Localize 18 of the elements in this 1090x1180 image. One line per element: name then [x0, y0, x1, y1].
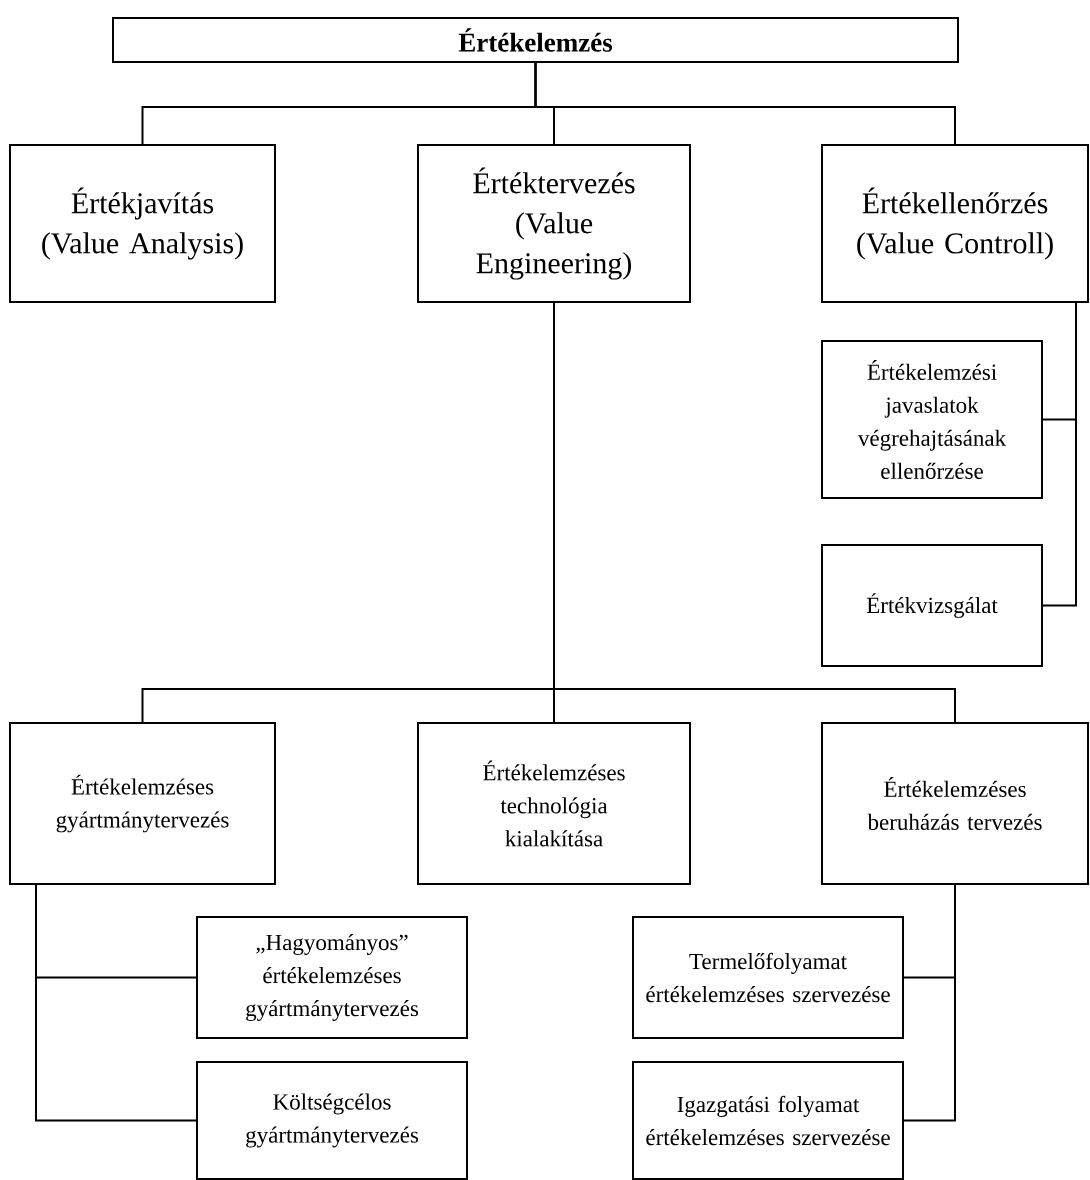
box: Értékelemzéses technológia kialakítása	[417, 722, 691, 885]
connector-line	[534, 62, 956, 145]
connector-line	[903, 884, 956, 1122]
box: Értékjavítás (Value Analysis)	[9, 144, 276, 303]
box: Értékvizsgálat	[821, 544, 1043, 667]
box: Költségcélos gyártmánytervezés	[196, 1061, 468, 1180]
box: Igazgatási folyamat értékelemzéses szervezése	[632, 1061, 904, 1180]
box: Értéktervezés (Value Engineering)	[417, 144, 691, 303]
box: Értékelemzés	[112, 17, 959, 63]
connector-line	[1042, 302, 1077, 607]
box: Értékelemzési javaslatok végrehajtásának ellenőrzése	[821, 340, 1043, 499]
connector-line	[553, 302, 956, 723]
box: Értékelemzéses gyártmánytervezés	[9, 722, 276, 885]
connector-line	[35, 884, 197, 1122]
box: Értékelemzéses beruházás tervezés	[821, 722, 1089, 885]
box: Értékellenőrzés (Value Controll)	[821, 144, 1089, 303]
box: Termelőfolyamat értékelemzéses szervezése	[632, 916, 904, 1039]
box: „Hagyományos” értékelemzéses gyártmánytervezés	[196, 916, 468, 1039]
